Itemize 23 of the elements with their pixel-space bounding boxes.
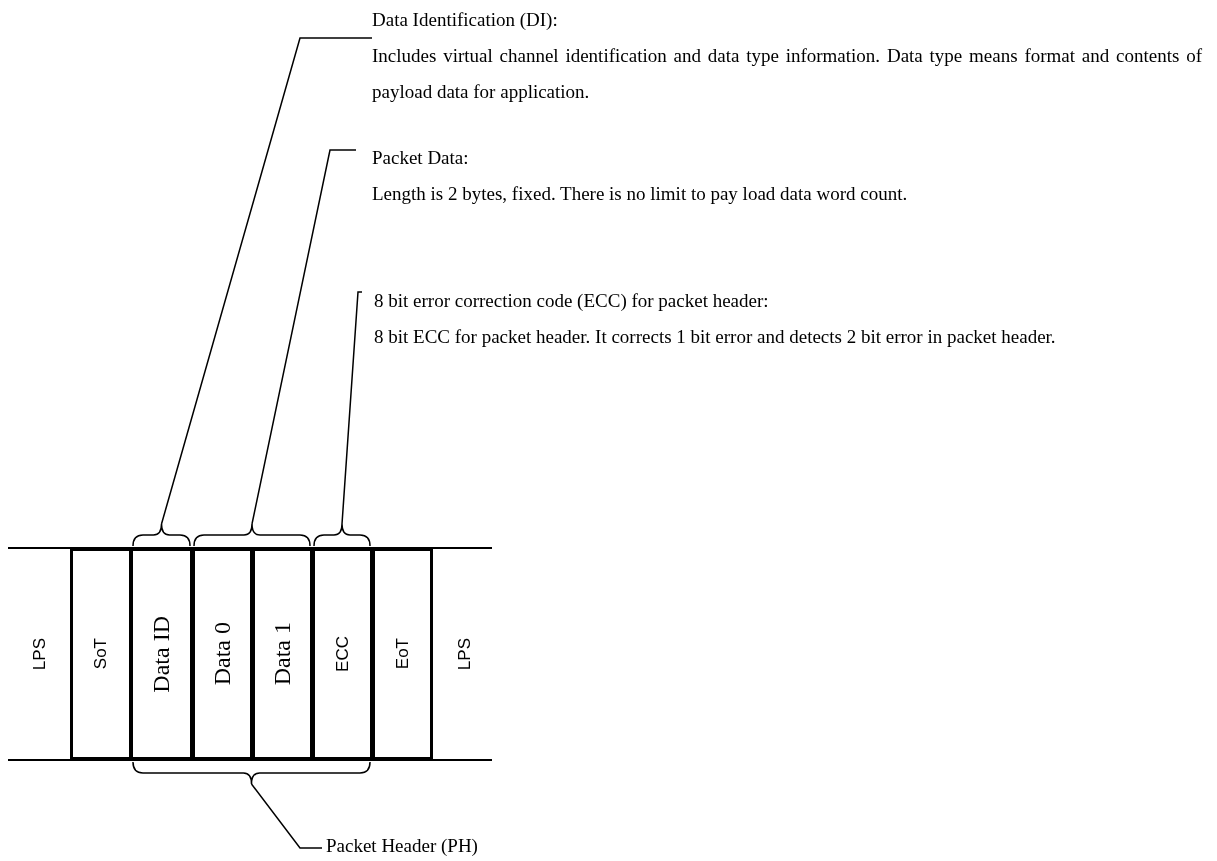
packet-field: Data 0 (192, 548, 253, 760)
packet-field: EoT (372, 548, 433, 760)
callout-text: 8 bit ECC for packet header. It corrects 1 bit error and detects 2 bit error in packet header. (374, 325, 1057, 349)
curly-brace (193, 523, 311, 547)
callout-heading: Packet Data: (372, 146, 470, 170)
packet-field: SoT (70, 548, 132, 760)
leader-line (160, 37, 373, 525)
leader-line (250, 783, 323, 849)
callout-heading: Data Identification (DI): (372, 8, 559, 32)
packet-field: Data 1 (252, 548, 313, 760)
callout-heading: 8 bit error correction code (ECC) for packet header: (374, 289, 770, 313)
callout-text: Length is 2 bytes, fixed. There is no limit to pay load data word count. (372, 182, 909, 206)
packet-field: Data ID (130, 548, 193, 760)
curly-brace (313, 523, 371, 547)
callout-text: Includes virtual channel identification and data type information. Data type means format and contents of payload data for application. (372, 44, 1202, 104)
leader-line (251, 149, 357, 525)
callout-heading: Packet Header (PH) (326, 834, 479, 858)
curly-brace (132, 761, 371, 785)
curly-brace (132, 523, 191, 547)
packet-field: ECC (312, 548, 373, 760)
leader-line (341, 291, 363, 525)
packet-state-area: LPS (435, 552, 495, 756)
packet-state-area: LPS (10, 552, 70, 756)
